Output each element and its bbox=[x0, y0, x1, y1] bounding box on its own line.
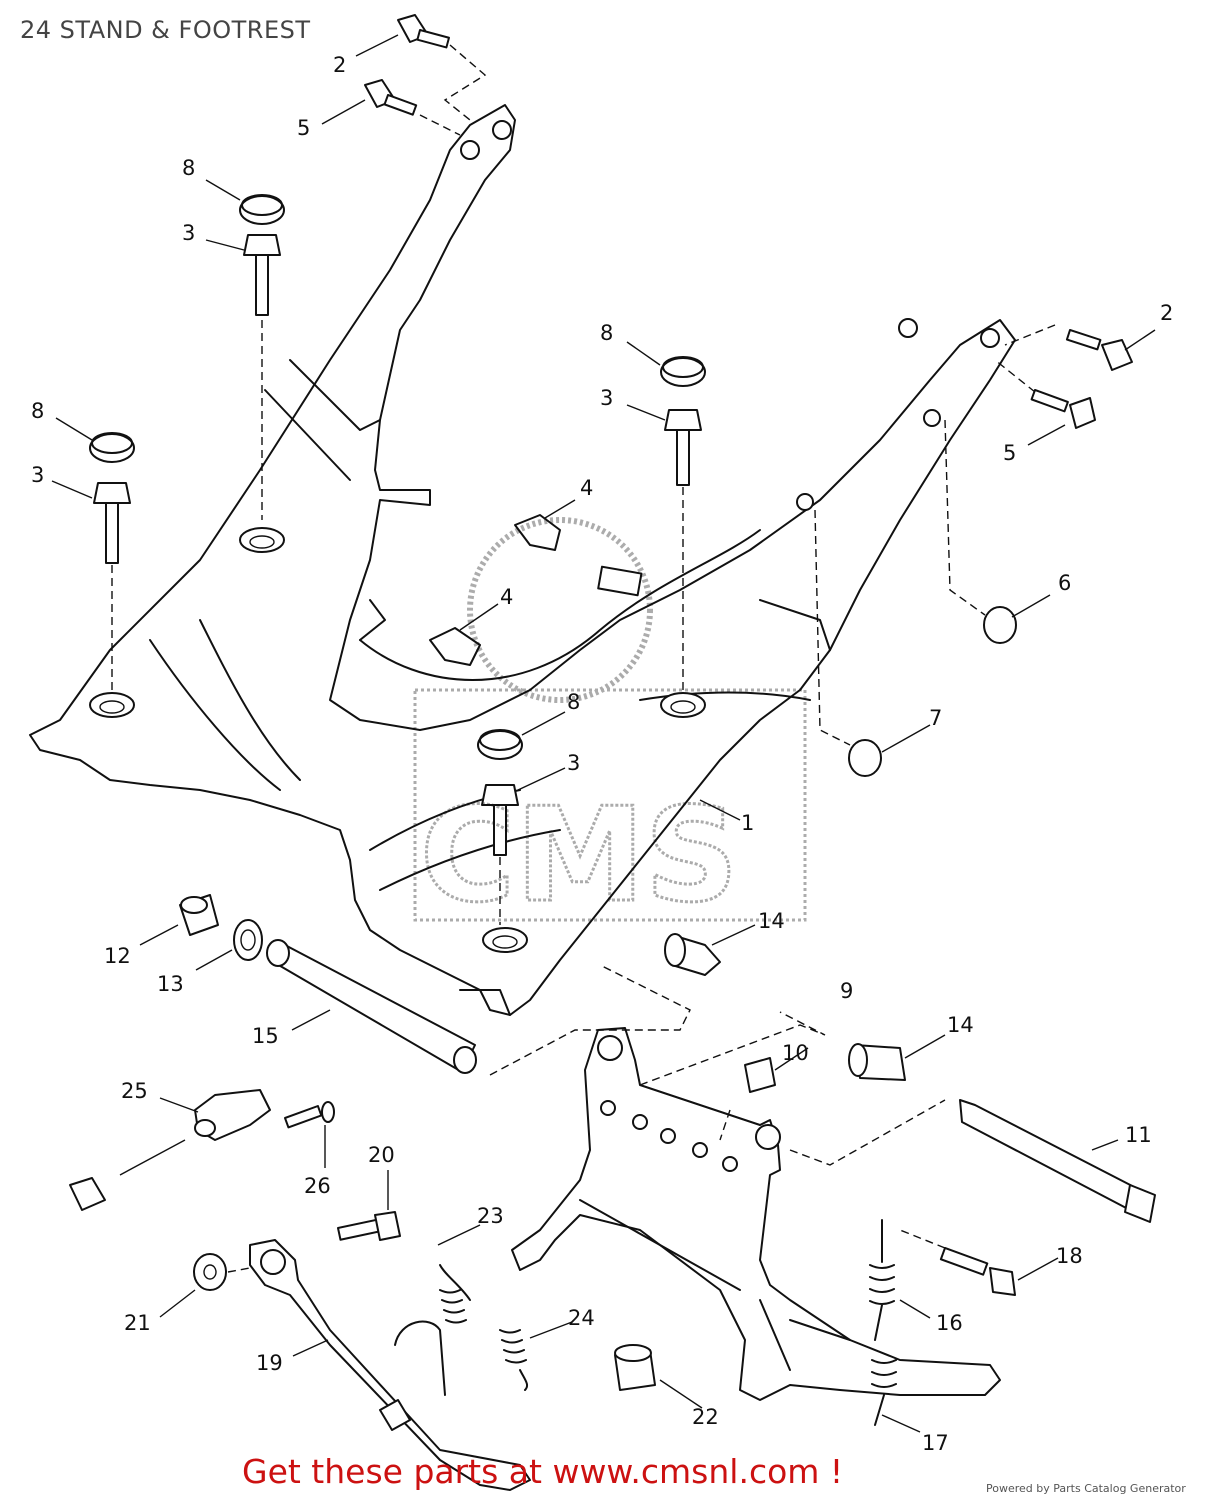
part-number-2[interactable]: 2 bbox=[333, 53, 346, 77]
cms-watermark: CMS bbox=[413, 517, 807, 933]
part-number-6[interactable]: 6 bbox=[1058, 571, 1071, 595]
part-number-15[interactable]: 15 bbox=[252, 1024, 279, 1048]
part-number-4[interactable]: 4 bbox=[580, 476, 593, 500]
part-number-13[interactable]: 13 bbox=[157, 972, 184, 996]
part-number-23[interactable]: 23 bbox=[477, 1204, 504, 1228]
part-number-14[interactable]: 14 bbox=[947, 1013, 974, 1037]
cap-and-bolt-parts bbox=[89, 194, 706, 925]
part-number-8[interactable]: 8 bbox=[567, 690, 580, 714]
part-number-8[interactable]: 8 bbox=[31, 399, 44, 423]
part-number-8[interactable]: 8 bbox=[600, 321, 613, 345]
part-number-24[interactable]: 24 bbox=[568, 1306, 595, 1330]
leader-lines bbox=[51, 34, 1156, 1433]
part-number-18[interactable]: 18 bbox=[1056, 1244, 1083, 1268]
part-number-7[interactable]: 7 bbox=[929, 706, 942, 730]
part-number-9[interactable]: 9 bbox=[840, 979, 853, 1003]
part-number-19[interactable]: 19 bbox=[256, 1351, 283, 1375]
part-number-20[interactable]: 20 bbox=[368, 1143, 395, 1167]
powered-by-label: Powered by Parts Catalog Generator bbox=[986, 1482, 1186, 1495]
part-number-14[interactable]: 14 bbox=[758, 909, 785, 933]
watermark-text: CMS bbox=[420, 779, 738, 931]
part-number-26[interactable]: 26 bbox=[304, 1174, 331, 1198]
part-number-22[interactable]: 22 bbox=[692, 1405, 719, 1429]
floor-board-part bbox=[29, 104, 1016, 1016]
part-number-11[interactable]: 11 bbox=[1125, 1123, 1152, 1147]
part-number-1[interactable]: 1 bbox=[741, 811, 754, 835]
stand-switch-part bbox=[69, 1089, 335, 1211]
part-number-3[interactable]: 3 bbox=[31, 463, 44, 487]
part-number-4[interactable]: 4 bbox=[500, 585, 513, 609]
get-parts-link[interactable]: Get these parts at www.cmsnl.com ! bbox=[242, 1452, 844, 1491]
part-number-8[interactable]: 8 bbox=[182, 156, 195, 180]
part-number-16[interactable]: 16 bbox=[936, 1311, 963, 1335]
main-stand-part bbox=[489, 964, 1001, 1401]
bolt-parts bbox=[364, 14, 1133, 777]
part-number-10[interactable]: 10 bbox=[782, 1041, 809, 1065]
part-number-labels: 2 5 8 3 8 3 8 3 2 5 4 4 6 8 3 7 1 14 9 1… bbox=[31, 53, 1173, 1455]
part-number-3[interactable]: 3 bbox=[600, 386, 613, 410]
spring-parts bbox=[439, 1219, 1016, 1426]
page-title: 24 STAND & FOOTREST bbox=[20, 16, 311, 44]
part-number-2[interactable]: 2 bbox=[1160, 301, 1173, 325]
part-number-12[interactable]: 12 bbox=[104, 944, 131, 968]
pivot-bolt-part bbox=[789, 1099, 1156, 1223]
spacer-parts bbox=[179, 894, 906, 1093]
part-number-17[interactable]: 17 bbox=[922, 1431, 949, 1455]
part-number-21[interactable]: 21 bbox=[124, 1311, 151, 1335]
part-number-3[interactable]: 3 bbox=[182, 221, 195, 245]
bracket-part bbox=[429, 514, 561, 666]
part-number-25[interactable]: 25 bbox=[121, 1079, 148, 1103]
part-number-5[interactable]: 5 bbox=[297, 116, 310, 140]
part-number-5[interactable]: 5 bbox=[1003, 441, 1016, 465]
part-number-3[interactable]: 3 bbox=[567, 751, 580, 775]
side-stand-part bbox=[193, 1211, 531, 1491]
